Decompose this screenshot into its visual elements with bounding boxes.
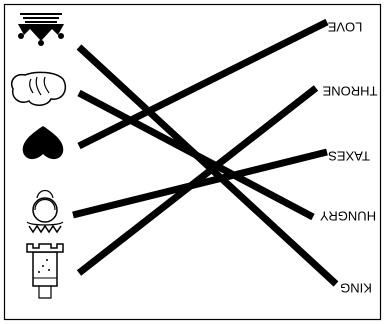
connection-line-heart-love xyxy=(77,18,329,150)
connection-lines-screen xyxy=(72,18,339,287)
connection-line-crown-king xyxy=(76,44,339,287)
word-labels: LOVE THRONE TAXES HUNGRY KING xyxy=(320,20,378,296)
connection-line-cloud-hungry xyxy=(77,89,315,221)
word-label-love: LOVE xyxy=(327,20,362,35)
cloud-icon xyxy=(11,71,67,106)
word-label-king: KING xyxy=(340,281,372,296)
connection-line-tower-throne xyxy=(76,85,319,276)
castle-tower-icon xyxy=(26,243,64,299)
heart-icon xyxy=(22,126,64,160)
word-label-taxes: TAXES xyxy=(328,149,370,164)
word-label-throne: THRONE xyxy=(322,84,377,99)
crown-icon xyxy=(18,13,64,46)
word-label-hungry: HUNGRY xyxy=(320,209,376,224)
rotated-content xyxy=(11,13,67,299)
king-figure-icon xyxy=(26,189,64,234)
picture-column xyxy=(11,13,67,299)
page-border xyxy=(3,3,382,321)
connection-line-person-taxes xyxy=(72,148,328,219)
